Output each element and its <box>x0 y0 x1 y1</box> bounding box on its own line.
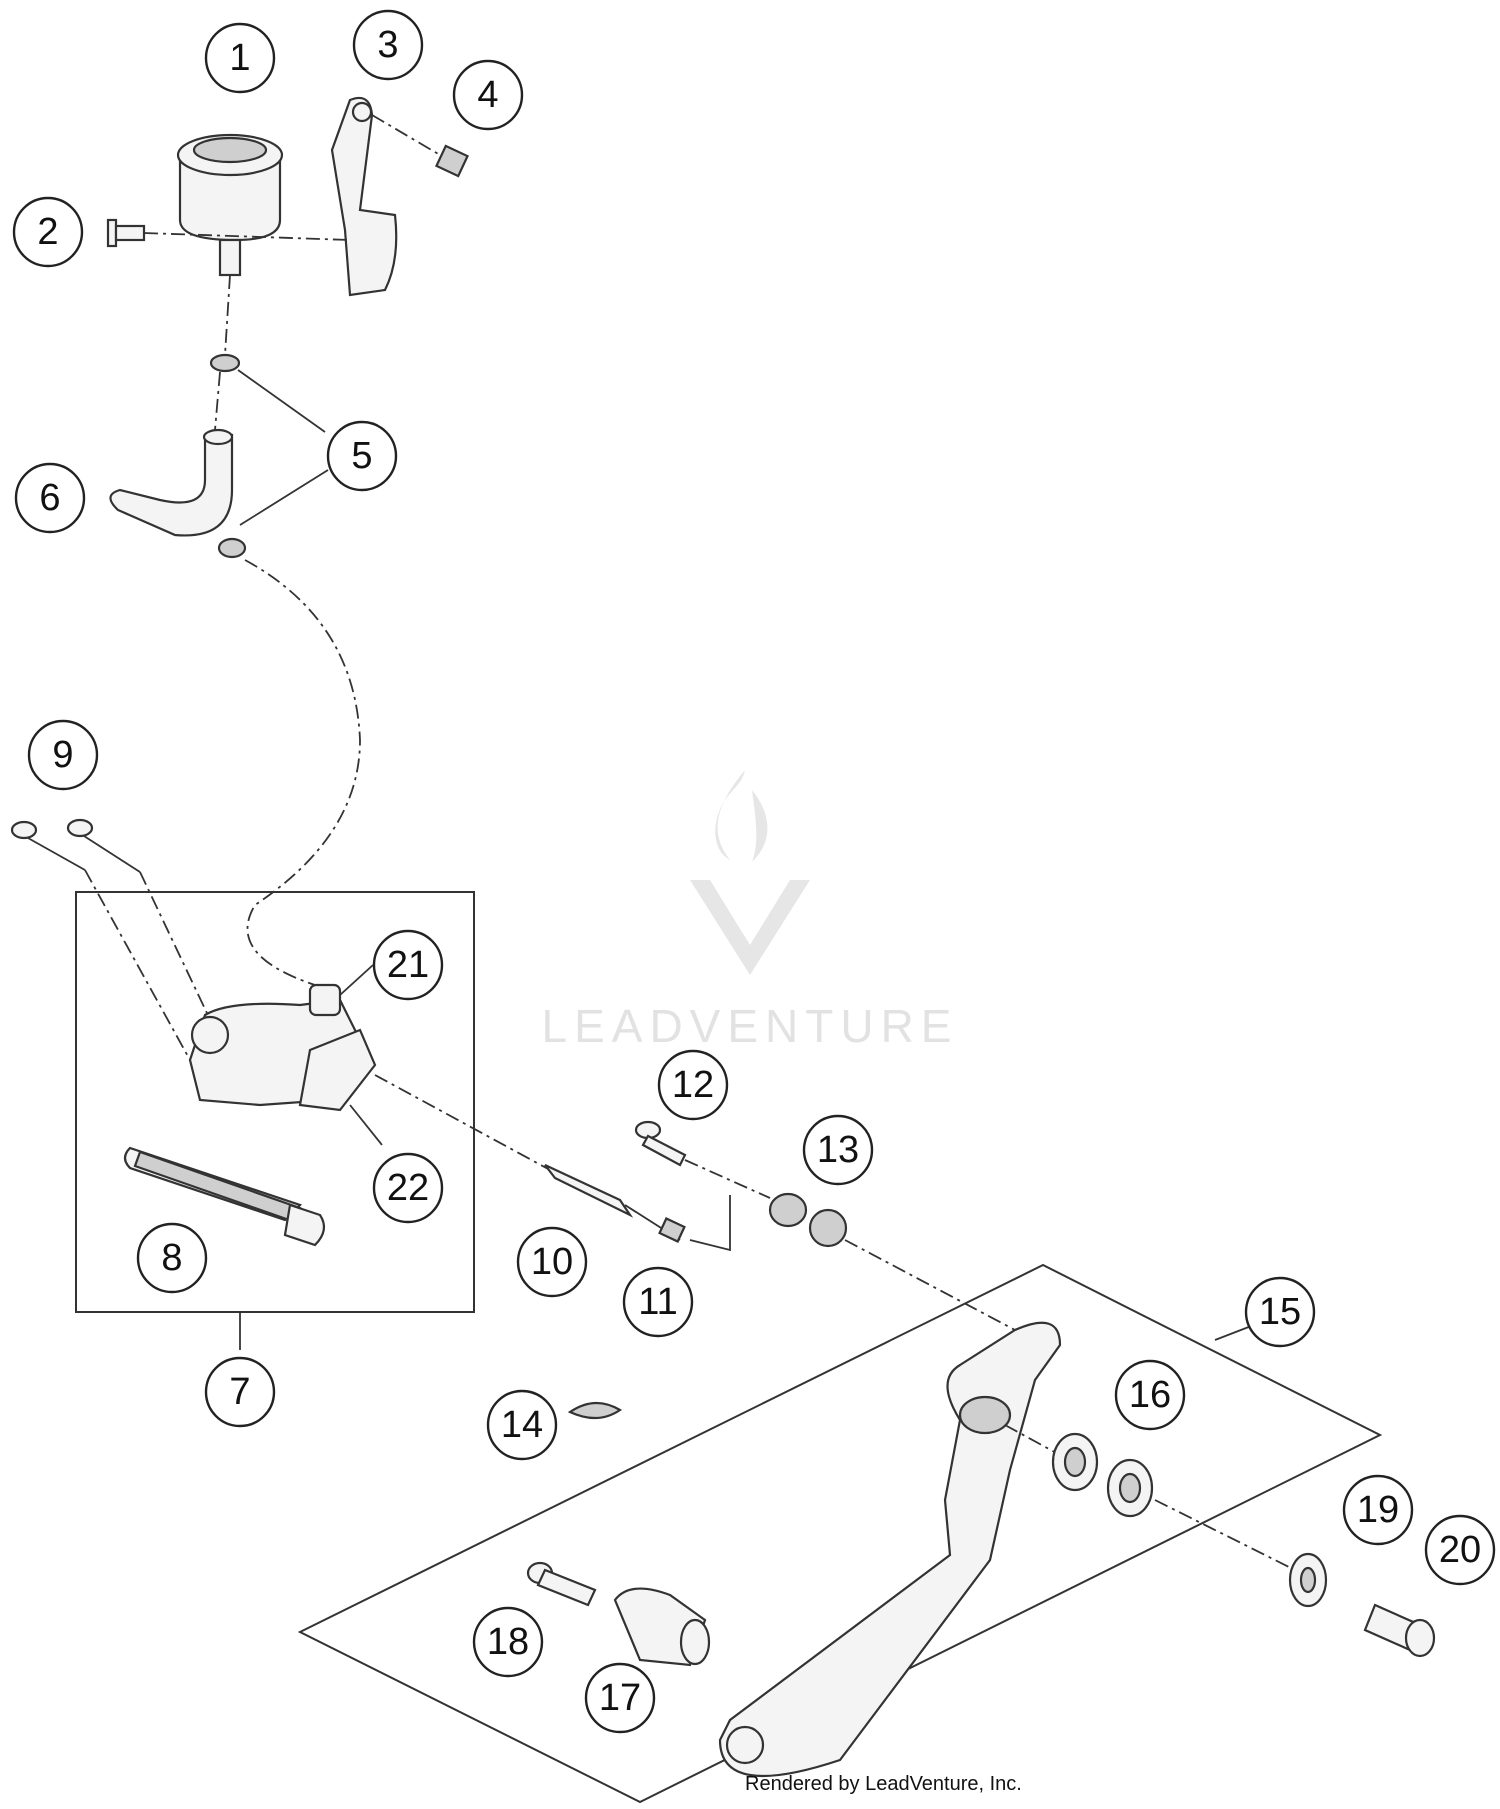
axis-2 <box>143 232 351 241</box>
reservoir-bracket <box>330 96 398 297</box>
svg-text:21: 21 <box>387 944 429 986</box>
bolts-9 <box>10 818 216 1061</box>
bushings-16 <box>1004 1424 1296 1571</box>
svg-text:4: 4 <box>477 74 498 116</box>
hose-end-top <box>202 428 234 446</box>
svg-text:1: 1 <box>229 37 250 79</box>
callout-2[interactable]: 2 <box>12 196 84 268</box>
callout-14[interactable]: 14 <box>486 1389 558 1461</box>
assembly-15-frame <box>297 1263 1383 1804</box>
svg-text:6: 6 <box>39 477 60 519</box>
spring-14 <box>567 1401 623 1420</box>
callout-5[interactable]: 5 <box>326 420 398 492</box>
bolt-20 <box>1363 1603 1436 1658</box>
callout-17[interactable]: 17 <box>584 1662 656 1734</box>
svg-text:2: 2 <box>37 211 58 253</box>
nut-13 <box>768 1192 848 1248</box>
svg-text:5: 5 <box>351 435 372 477</box>
leader-5b <box>239 469 329 526</box>
callout-16[interactable]: 16 <box>1114 1359 1186 1431</box>
leader-5a <box>237 369 326 433</box>
hose-route <box>244 559 361 986</box>
callout-11[interactable]: 11 <box>622 1266 694 1338</box>
svg-text:20: 20 <box>1439 1529 1481 1571</box>
svg-text:3: 3 <box>377 24 398 66</box>
callout-8[interactable]: 8 <box>136 1222 208 1294</box>
callout-15[interactable]: 15 <box>1244 1276 1316 1348</box>
axis-hose-top <box>224 274 231 356</box>
axis-hose-mid <box>214 371 221 431</box>
push-rod <box>374 1074 731 1252</box>
svg-text:10: 10 <box>531 1241 573 1283</box>
svg-text:15: 15 <box>1259 1291 1301 1333</box>
svg-text:18: 18 <box>487 1621 529 1663</box>
callout-1[interactable]: 1 <box>204 22 276 94</box>
callout-12[interactable]: 12 <box>657 1049 729 1121</box>
pedal-rubber-17 <box>613 1587 711 1667</box>
callout-10[interactable]: 10 <box>516 1226 588 1298</box>
svg-text:7: 7 <box>229 1371 250 1413</box>
callout-3[interactable]: 3 <box>352 9 424 81</box>
flame-icon <box>715 770 768 862</box>
svg-text:11: 11 <box>638 1281 677 1323</box>
master-cylinder <box>188 964 383 1146</box>
callout-21[interactable]: 21 <box>372 929 444 1001</box>
watermark-brand: LEADVENTURE <box>542 1000 959 1052</box>
svg-text:9: 9 <box>52 734 73 776</box>
svg-text:19: 19 <box>1357 1489 1399 1531</box>
bolt-18 <box>526 1561 597 1607</box>
hose-clamp-lower <box>217 537 247 559</box>
bolt-12 <box>634 1120 771 1199</box>
fluid-reservoir <box>176 133 284 277</box>
nut-4 <box>371 114 469 178</box>
brake-pedal <box>718 1321 1062 1778</box>
svg-text:22: 22 <box>387 1167 429 1209</box>
svg-text:8: 8 <box>161 1237 182 1279</box>
callout-9[interactable]: 9 <box>27 719 99 791</box>
callout-19[interactable]: 19 <box>1342 1474 1414 1546</box>
svg-text:16: 16 <box>1129 1374 1171 1416</box>
callout-13[interactable]: 13 <box>802 1114 874 1186</box>
callout-22[interactable]: 22 <box>372 1152 444 1224</box>
hose-clamp-upper <box>209 353 241 373</box>
svg-text:17: 17 <box>599 1677 641 1719</box>
v-mark-icon <box>690 880 810 975</box>
piston-kit-8 <box>123 1146 326 1247</box>
reservoir-hose <box>109 433 234 537</box>
svg-text:13: 13 <box>817 1129 859 1171</box>
footer-credit: Rendered by LeadVenture, Inc. <box>745 1773 1022 1795</box>
callout-18[interactable]: 18 <box>472 1606 544 1678</box>
callout-6[interactable]: 6 <box>14 462 86 534</box>
axis-pedal <box>844 1239 1016 1331</box>
washer-19 <box>1288 1552 1328 1608</box>
callout-7[interactable]: 7 <box>204 1356 276 1428</box>
callout-4[interactable]: 4 <box>452 59 524 131</box>
assembly-7-frame <box>75 891 475 1313</box>
screw-2 <box>106 218 146 248</box>
svg-text:14: 14 <box>501 1404 543 1446</box>
leadventure-watermark: LEADVENTURE <box>542 770 959 1052</box>
svg-text:12: 12 <box>672 1064 714 1106</box>
callout-20[interactable]: 20 <box>1424 1514 1496 1586</box>
